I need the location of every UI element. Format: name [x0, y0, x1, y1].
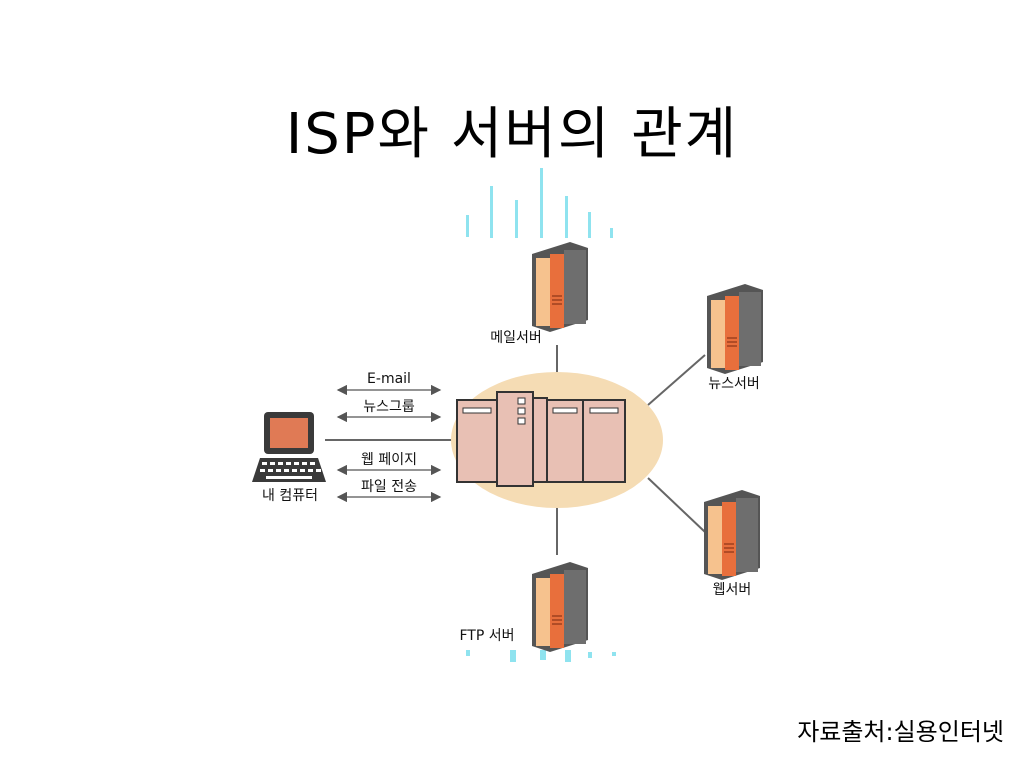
line-to-web [647, 477, 706, 533]
client-computer-icon [252, 412, 326, 482]
news-server-icon [707, 284, 763, 374]
news-server-label: 뉴스서버 [708, 376, 760, 392]
service-label-webpage: 웹 페이지 [361, 452, 417, 468]
service-label-newsgroup: 뉴스그룹 [363, 399, 415, 415]
artifact-bars-top [466, 168, 613, 238]
mail-server-icon [532, 242, 588, 332]
artifact-bars-bottom [466, 650, 616, 662]
service-arrows [336, 384, 442, 503]
service-label-filetransfer: 파일 전송 [361, 479, 417, 495]
mail-server-label: 메일서버 [490, 330, 542, 346]
isp-hub [451, 372, 663, 508]
ftp-server-icon [532, 562, 588, 652]
client-label: 내 컴퓨터 [262, 488, 318, 504]
web-server-label: 웹서버 [713, 582, 752, 598]
line-to-news [647, 354, 706, 406]
slide-title: ISP와 서버의 관계 [285, 102, 739, 167]
web-server-icon [704, 490, 760, 580]
service-label-email: E-mail [367, 371, 411, 387]
ftp-server-label: FTP 서버 [459, 628, 514, 644]
connection-lines [325, 345, 706, 555]
source-credit: 자료출처:실용인터넷 [797, 718, 1004, 746]
